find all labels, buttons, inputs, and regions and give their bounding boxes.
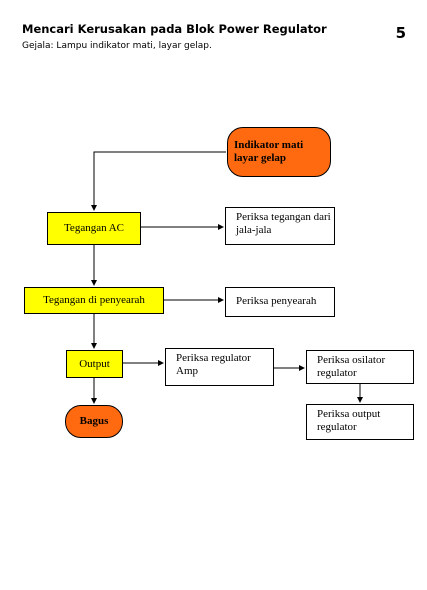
step-output: Output [66, 350, 123, 378]
symptom-subtitle: Gejala: Lampu indikator mati, layar gela… [22, 41, 212, 51]
page-number: 5 [395, 24, 406, 42]
check-output-regulator: Periksa output regulator [306, 404, 414, 440]
end-terminal-bagus: Bagus [65, 405, 123, 438]
page-title: Mencari Kerusakan pada Blok Power Regula… [22, 22, 327, 36]
check-regulator-amp: Periksa regulator Amp [165, 348, 274, 386]
check-tegangan-jala: Periksa tegangan dari jala-jala [225, 207, 335, 245]
check-osilator-regulator: Periksa osilator regulator [306, 350, 414, 384]
connector-start-to-ac [91, 151, 226, 211]
step-tegangan-ac: Tegangan AC [47, 212, 141, 245]
start-terminal: Indikator mati layar gelap [227, 127, 331, 177]
check-penyearah: Periksa penyearah [225, 287, 335, 317]
step-tegangan-penyearah: Tegangan di penyearah [24, 287, 164, 314]
